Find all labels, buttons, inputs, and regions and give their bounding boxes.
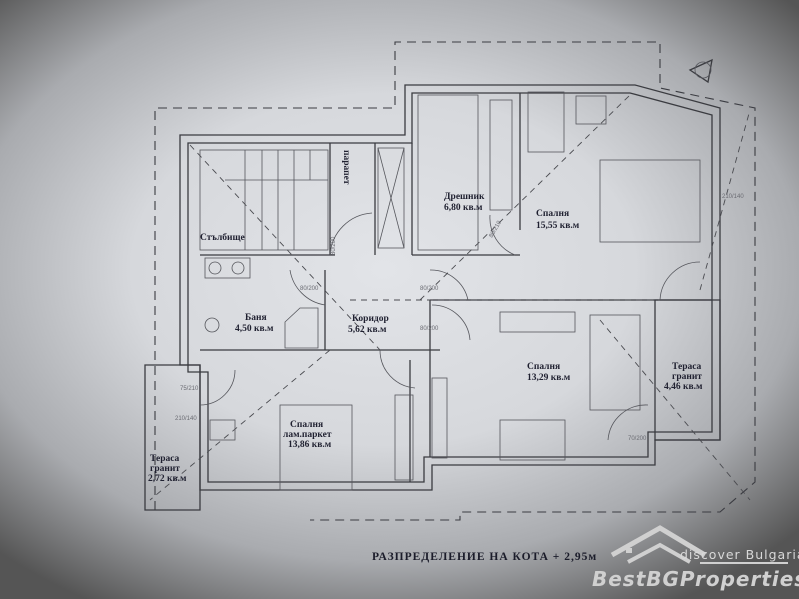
dim-label: 70/200 — [628, 436, 647, 442]
label-bath-area: 4,50 кв.м — [235, 324, 274, 334]
label-bedroom-2: Спалня — [527, 362, 560, 372]
dim-label: 80/200 — [331, 236, 337, 255]
roof-outline — [154, 41, 756, 521]
label-corridor: Коридор — [352, 314, 389, 324]
dim-label: 80/200 — [420, 326, 439, 332]
dim-label: 80/210 — [489, 220, 504, 239]
label-bedroom-3: Спалня — [290, 420, 323, 430]
outer-walls — [144, 84, 721, 511]
label-terrace-right-area: 4,46 кв.м — [664, 382, 703, 392]
sink — [204, 257, 251, 279]
dim-label: 80/200 — [300, 286, 319, 292]
label-bedroom-1: Спалня — [536, 209, 569, 219]
brand-logo: discover Bulgaria BestBGProperties — [592, 525, 799, 591]
label-terrace-left: Тераса — [150, 454, 180, 464]
label-terrace-left-area: 2,72 кв.м — [148, 474, 187, 484]
label-closet: Дрешник — [444, 192, 485, 202]
room-labels: Стълбище парапет Дрешник 6,80 кв.м Спалн… — [148, 150, 703, 484]
table — [575, 95, 607, 125]
staircase — [199, 149, 329, 251]
dim-label: 80/200 — [420, 286, 439, 292]
label-parapet: парапет — [341, 150, 351, 185]
bed-3 — [279, 404, 353, 491]
north-arrow-icon — [688, 58, 713, 84]
label-terrace-right-floor: гранит — [672, 372, 702, 382]
label-stairs: Стълбище — [200, 232, 245, 243]
toilet — [204, 317, 220, 333]
label-corridor-area: 5,62 кв.м — [348, 325, 387, 335]
desk — [499, 419, 566, 461]
roof-diagonals — [149, 94, 751, 501]
bed-2 — [589, 314, 641, 411]
furniture — [204, 91, 701, 491]
label-closet-area: 6,80 кв.м — [444, 203, 483, 213]
armchair — [527, 91, 565, 153]
closet-3 — [394, 394, 414, 481]
doors — [199, 212, 701, 441]
label-bedroom-3-floor: лам.паркет — [283, 430, 332, 440]
brand-name: BestBGProperties — [592, 567, 799, 591]
dim-label: 210/140 — [722, 194, 744, 200]
wardrobe — [417, 94, 479, 251]
bed-1 — [599, 159, 701, 243]
label-bedroom-2-area: 13,29 кв.м — [527, 373, 571, 383]
dim-label: 75/210 — [180, 386, 199, 392]
label-bedroom-1-area: 15,55 кв.м — [536, 221, 580, 231]
label-terrace-right: Тераса — [672, 362, 702, 372]
interior-walls — [200, 93, 712, 482]
label-bedroom-3-area: 13,86 кв.м — [288, 440, 332, 450]
shower — [284, 307, 319, 349]
label-bath: Баня — [245, 313, 267, 323]
plan-caption: РАЗПРЕДЕЛЕНИЕ НА КОТА + 2,95м — [372, 551, 597, 563]
brand-tagline: discover Bulgaria — [680, 547, 799, 562]
label-terrace-left-floor: гранит — [150, 464, 180, 474]
dim-label: 210/140 — [175, 416, 197, 422]
